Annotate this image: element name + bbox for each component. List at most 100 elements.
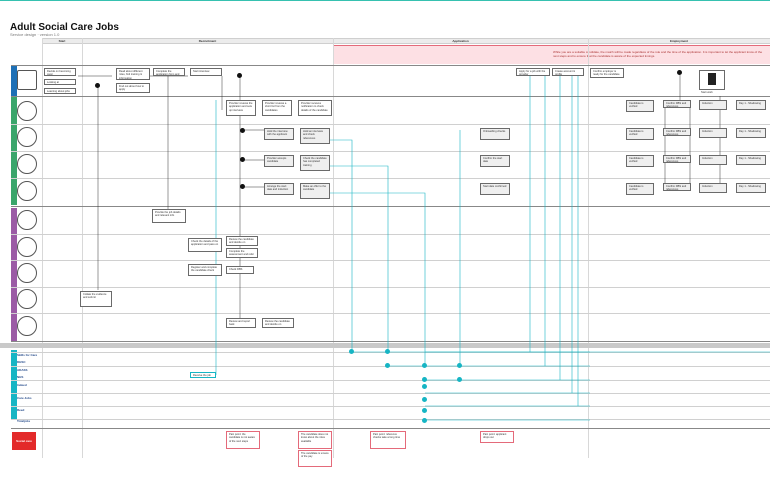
touchpoint-dot	[422, 384, 427, 389]
touchpoint-dot	[457, 377, 462, 382]
provider-step: Hold the interview with the applicant	[264, 128, 294, 140]
provider-step: Onboarding checks	[480, 128, 510, 140]
column-guide	[588, 38, 589, 458]
provider-logo-3	[17, 154, 37, 174]
platform-step: Receive the job information	[190, 372, 216, 378]
lane-divider	[11, 96, 770, 97]
employment-step: Day 1 - Shadowing	[736, 100, 766, 110]
partner-step: Review the candidate and decide on progr…	[226, 236, 258, 246]
employment-step: Confirm DBS and references	[663, 100, 691, 108]
partner-step: Review and report back	[226, 318, 256, 328]
sponsor-dhsc: DHSC	[17, 360, 26, 364]
lane-divider	[11, 428, 770, 429]
employment-step: Day 1 - Shadowing	[736, 155, 766, 165]
touchpoint-dot	[349, 349, 354, 354]
phase-bar-start	[42, 38, 82, 44]
partner-logo-5	[17, 316, 37, 336]
provider-logo-2	[17, 127, 37, 147]
phase-label-start: Start	[58, 39, 66, 43]
candidate-logo	[17, 70, 37, 90]
section-separator	[0, 343, 770, 348]
partner-step: Register and complete the candidate chec…	[188, 264, 222, 276]
column-guide	[82, 38, 83, 458]
touchpoint-dot	[422, 408, 427, 413]
employment-step: Candidate is verified	[626, 128, 654, 140]
decision-node	[237, 73, 242, 78]
employment-step: Candidate is verified	[626, 155, 654, 167]
lane-bar-partner	[11, 208, 17, 341]
provider-step: Confirm the start date	[480, 155, 510, 167]
provider-step: Provider accepts candidate	[264, 155, 294, 167]
lane-divider	[11, 124, 770, 125]
pain-point-box: Pain point: the candidate is not aware o…	[226, 431, 260, 449]
step-decide-carer: Decide on becoming carer	[44, 68, 76, 76]
partner-step: Check DBS	[226, 266, 254, 274]
lane-divider	[11, 419, 770, 420]
decision-node	[240, 128, 245, 133]
column-guide	[42, 38, 43, 458]
lane-divider	[11, 352, 770, 353]
lane-divider	[11, 380, 770, 381]
lane-divider	[11, 206, 770, 207]
step-apply-provider: Apply for a job with the provider	[516, 68, 550, 76]
person-icon	[708, 73, 716, 85]
employment-step: Induction	[699, 183, 727, 193]
employment-step: Induction	[699, 128, 727, 138]
sponsor-indeed: Indeed	[17, 383, 27, 387]
partner-step: Check the details of the application and…	[188, 238, 222, 252]
step-employer-ready: Confirm employer is ready for the candid…	[590, 68, 624, 78]
step-application-form: Complete the application form and traini…	[153, 68, 185, 76]
employment-step: Day 1 - Shadowing	[736, 183, 766, 193]
step-how-to-apply: Find out about how to apply	[116, 83, 150, 93]
sponsor-adass: ADASS	[17, 368, 28, 372]
lane-divider	[11, 178, 770, 179]
lane-divider	[11, 341, 770, 342]
lane-divider	[11, 393, 770, 394]
phase-bar-recruitment	[82, 38, 333, 44]
partner-logo-1	[17, 210, 37, 230]
lane-divider	[11, 65, 770, 66]
lane-divider	[11, 366, 770, 367]
provider-step: Make an offer to the candidate	[300, 183, 330, 199]
employment-step: Confirm DBS and references	[663, 128, 691, 136]
phase-bar-application	[333, 38, 588, 44]
partner-logo-3	[17, 263, 37, 283]
employment-step: Induction	[699, 155, 727, 165]
provider-logo-1	[17, 101, 37, 121]
lane-divider	[11, 313, 770, 314]
employment-step: Day 1 - Shadowing	[736, 128, 766, 138]
lane-divider	[11, 151, 770, 152]
touchpoint-dot	[422, 418, 427, 423]
lane-divider	[11, 234, 770, 235]
pain-point-box: The candidate is unsure of the pay	[298, 450, 332, 467]
phase-label-employment: Employment	[669, 39, 688, 43]
employment-step: Candidate is verified	[626, 100, 654, 112]
employment-step: Confirm DBS and references	[663, 155, 691, 163]
pink-note-text: While you are a suitable candidate, the …	[553, 50, 763, 58]
pain-point-box: The candidate does not know about the ro…	[298, 431, 332, 449]
column-guide	[333, 38, 334, 458]
lane-bar-platforms	[11, 350, 17, 420]
step-start-interview: Start interview	[190, 68, 222, 76]
provider-step: Hold an interview and check references	[300, 128, 330, 144]
step-learning-jobs: Learning about jobs	[44, 88, 76, 94]
lane-divider	[11, 260, 770, 261]
provider-step: Check the candidate has completed traini…	[300, 155, 330, 171]
touchpoint-dot	[422, 363, 427, 368]
sponsor-nhs: NHS	[17, 375, 24, 379]
touchpoint-dot	[422, 377, 427, 382]
provider-step: Arrange the start date and induction	[264, 183, 294, 195]
employment-step: Confirm DBS and references	[663, 183, 691, 191]
step-read-roles: Read about different roles, find trainin…	[116, 68, 150, 80]
decision-node	[95, 83, 100, 88]
social-care-logo: Social care	[12, 432, 36, 450]
decision-node	[677, 70, 682, 75]
sponsor-skills-for-care: Skills for Care	[17, 353, 38, 357]
provider-step: Provider reviews the application and set…	[226, 100, 256, 116]
provider-step: Start date confirmed	[480, 183, 510, 195]
partner-step: Collate the evidence and submit	[80, 291, 112, 307]
partner-logo-2	[17, 237, 37, 257]
employment-step: Candidate is verified	[626, 183, 654, 195]
partner-logo-4	[17, 289, 37, 309]
lane-bar-candidate	[11, 66, 17, 96]
